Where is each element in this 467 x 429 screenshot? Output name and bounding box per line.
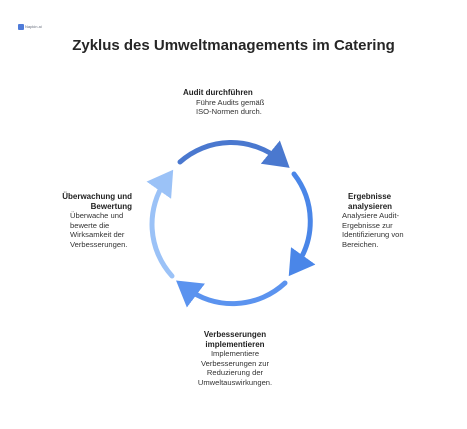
step-analysis-heading-2: analysieren [348,201,393,211]
step-monitoring-desc-2: bewerte die [70,220,110,230]
step-audit-desc-2: ISO-Normen durch. [196,107,262,117]
logo: Napkin.ai [18,23,44,30]
step-monitoring-heading-1: Überwachung und [62,192,132,201]
cycle-arrow-top [177,140,290,168]
step-analysis-heading-1: Ergebnisse [348,192,392,201]
step-analysis-desc-4: Bereichen. [342,239,379,249]
diagram-title: Zyklus des Umweltmanagements im Catering [72,37,395,54]
step-audit: Audit durchführen Führe Audits gemäß ISO… [183,88,283,117]
step-monitoring-heading-2: Bewertung [90,201,132,211]
step-monitoring: Überwachung und Bewertung Überwache und … [22,192,132,250]
step-implement: Verbesserungen implementieren Implementi… [170,330,300,388]
step-implement-desc-3: Reduzierung der [206,368,264,378]
step-monitoring-desc-1: Überwache und [70,211,124,221]
cycle-arrow-right [288,171,316,277]
napkin-logo-icon [18,23,24,30]
step-implement-heading-2: implementieren [205,339,265,349]
cycle-arrow-left [146,169,175,279]
step-implement-heading-1: Verbesserungen [203,330,267,339]
step-implement-desc-1: Implementiere [210,349,260,359]
cycle-arrow-bottom [176,280,288,308]
step-analysis-desc-1: Analysiere Audit- [342,211,399,221]
logo-text: Napkin.ai [25,24,42,29]
step-implement-desc-4: Umweltauswirkungen. [197,377,273,387]
step-audit-desc-1: Führe Audits gemäß [196,97,265,107]
step-analysis-desc-3: Identifizierung von [342,230,404,240]
step-analysis-desc-2: Ergebnisse zur [342,220,393,230]
step-audit-heading: Audit durchführen [183,88,253,97]
step-implement-desc-2: Verbesserungen zur [201,358,269,368]
step-monitoring-desc-3: Wirksamkeit der [70,230,125,240]
step-monitoring-desc-4: Verbesserungen. [70,239,128,249]
step-analysis: Ergebnisse analysieren Analysiere Audit-… [342,192,452,250]
